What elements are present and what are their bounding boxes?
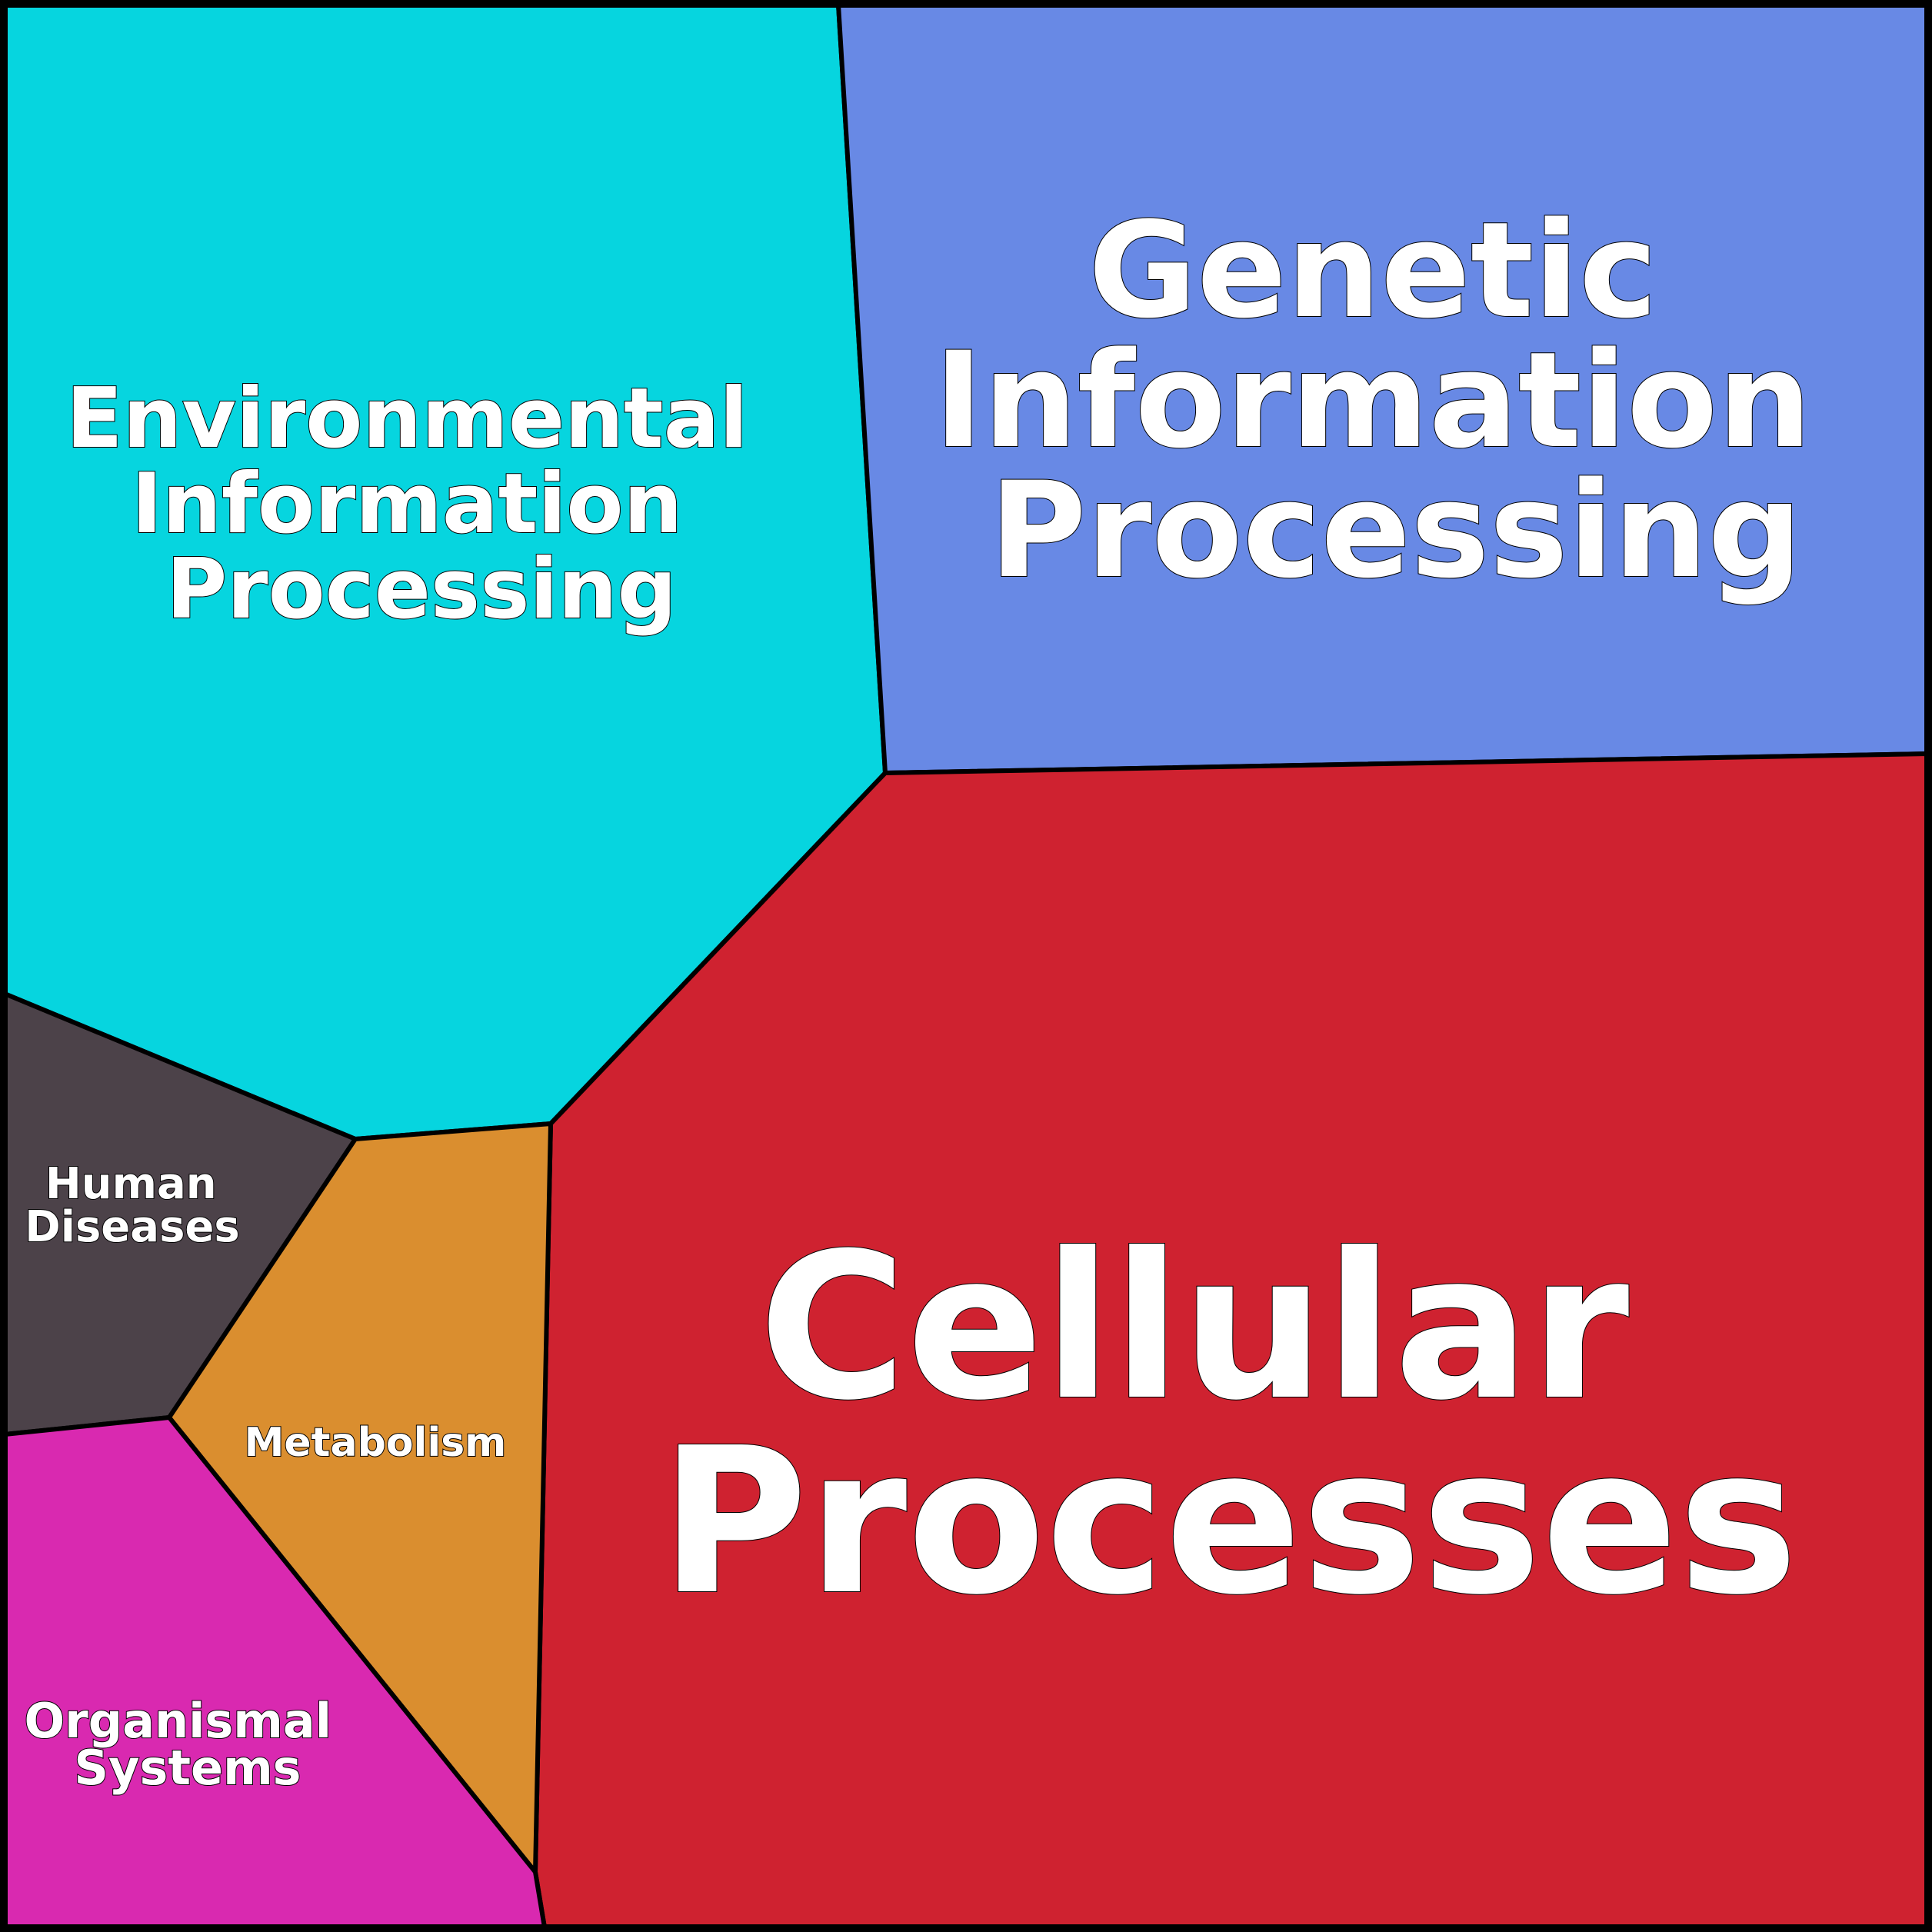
label-organismal-line-2: Systems <box>74 1740 301 1796</box>
label-genetic-line-3: Processing <box>990 453 1803 608</box>
label-genetic-line-2: Information <box>934 323 1811 478</box>
label-genetic-line-1: Genetic <box>1088 193 1657 348</box>
label-human-diseases-line-1: Human <box>45 1159 217 1209</box>
label-metabolism: Metabolism <box>245 1420 507 1466</box>
label-environmental-line-2: Information <box>132 456 683 552</box>
label-human-diseases: Human Diseases <box>25 1159 239 1252</box>
label-organismal: Organismal Systems <box>24 1693 348 1796</box>
label-cellular: Cellular Processes <box>660 1210 1798 1639</box>
label-genetic: Genetic Information Processing <box>934 193 1857 608</box>
label-cellular-line-1: Cellular <box>758 1210 1631 1444</box>
label-environmental: Environmental Information Processing <box>66 371 777 638</box>
label-environmental-line-1: Environmental <box>66 371 748 467</box>
label-metabolism-line-1: Metabolism <box>245 1420 507 1466</box>
label-organismal-line-1: Organismal <box>24 1693 331 1749</box>
label-cellular-line-2: Processes <box>660 1404 1798 1639</box>
label-human-diseases-line-2: Diseases <box>25 1202 239 1252</box>
label-environmental-line-3: Processing <box>166 541 677 638</box>
